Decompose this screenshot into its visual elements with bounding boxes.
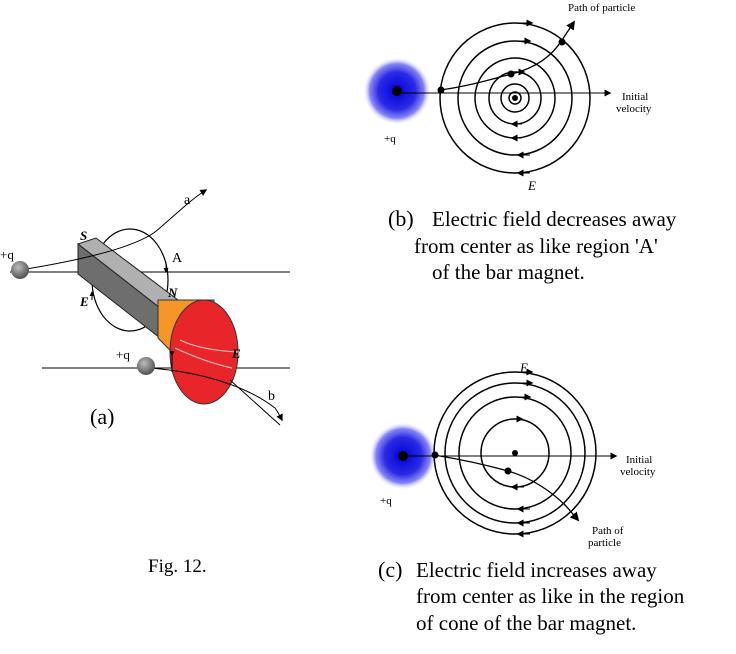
- charge-label-top: +q: [0, 247, 14, 262]
- charge-label-bottom: +q: [116, 347, 130, 362]
- panel-b-caption-3: of the bar magnet.: [432, 260, 585, 284]
- panel-c-caption-1: Electric field increases away: [416, 558, 657, 582]
- path-a-label: a: [184, 193, 191, 208]
- panel-c-diagram: [369, 368, 618, 538]
- velocity-label-b-2: velocity: [616, 103, 652, 115]
- charge-label-c: +q: [380, 495, 392, 507]
- panel-c-label: (c): [378, 557, 402, 582]
- velocity-label-b-1: Initial: [622, 91, 648, 103]
- velocity-label-c-2: velocity: [620, 466, 656, 478]
- cone-red-face: [169, 299, 239, 405]
- field-label-right: E: [231, 346, 241, 361]
- velocity-label-c-1: Initial: [626, 454, 652, 466]
- charge-sphere-bottom: [137, 357, 155, 375]
- panel-b-caption-1: Electric field decreases away: [432, 207, 677, 231]
- path-label-b: Path of particle: [568, 2, 635, 14]
- path-b-curve: [149, 367, 283, 422]
- pole-s-label: S: [80, 228, 87, 243]
- path-label-c-2: particle: [588, 537, 621, 549]
- field-label-b: E: [527, 178, 536, 193]
- path-label-c-1: Path of: [592, 525, 624, 537]
- pole-n-label: N: [167, 285, 178, 300]
- charge-label-b: +q: [384, 133, 396, 145]
- panel-c-caption-3: of cone of the bar magnet.: [416, 611, 636, 635]
- panel-c-caption-2: from center as like in the region: [416, 584, 685, 608]
- panel-b-label: (b): [388, 206, 414, 231]
- path-a-curve: [19, 189, 208, 271]
- path-b-label: b: [268, 389, 275, 404]
- field-label-left: E: [79, 294, 89, 309]
- panel-a-diagram: [10, 189, 290, 426]
- panel-b-caption-2: from center as like region 'A': [414, 234, 658, 258]
- charge-sphere-top: [11, 261, 29, 279]
- region-a-label: A: [172, 251, 183, 266]
- figure-label: Fig. 12.: [148, 556, 207, 577]
- panel-b-diagram: [363, 19, 612, 177]
- panel-a-label: (a): [90, 404, 114, 429]
- field-label-c: E: [519, 360, 528, 375]
